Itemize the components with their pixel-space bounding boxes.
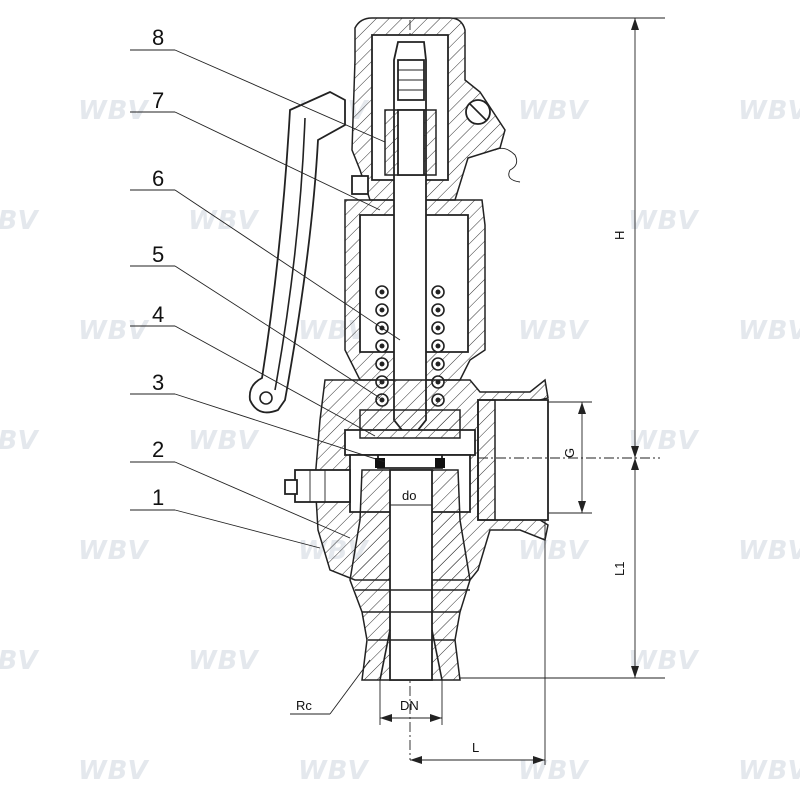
dimension-lines — [290, 17, 665, 765]
disc — [359, 409, 461, 469]
dimension-do-label: do — [402, 488, 416, 503]
dimension-g-label: G — [562, 448, 577, 458]
watermark-text: WBV — [78, 756, 149, 786]
watermark-text: WBV — [0, 206, 39, 236]
dimension-h-label: H — [612, 231, 627, 240]
callout-labels: 8 7 6 5 4 3 2 1 — [152, 25, 164, 510]
nozzle — [349, 469, 471, 681]
watermark-text: WBV — [738, 536, 800, 566]
adjusting-screw — [284, 469, 351, 503]
watermark-text: WBV — [738, 316, 800, 346]
watermark-text: WBV — [0, 646, 39, 676]
watermark-text: WBV — [628, 426, 699, 456]
callout-label-8: 8 — [152, 25, 164, 50]
spring-coil-core — [435, 361, 441, 367]
watermark-text: WBV — [188, 646, 259, 676]
callout-label-5: 5 — [152, 242, 164, 267]
spring-coil-core — [379, 307, 385, 313]
spring-coil-core — [435, 325, 441, 331]
inlet-thread — [355, 589, 470, 641]
callout-label-7: 7 — [152, 88, 164, 113]
watermark-text: WBV — [518, 316, 589, 346]
watermark-text: WBV — [78, 96, 149, 126]
watermark-text: WBV — [0, 426, 39, 456]
stem — [384, 41, 437, 442]
dimension-l-label: L — [472, 740, 479, 755]
watermark-text: WBV — [628, 206, 699, 236]
callout-label-2: 2 — [152, 437, 164, 462]
callout-label-6: 6 — [152, 166, 164, 191]
watermark-text: WBV — [518, 756, 589, 786]
spring-coil-core — [435, 307, 441, 313]
callout-label-4: 4 — [152, 302, 164, 327]
spring-coil-core — [435, 343, 441, 349]
lever-handle — [248, 90, 346, 414]
callout-leaders — [130, 49, 401, 549]
dimension-dn-label: DN — [400, 698, 419, 713]
watermark-text: WBV — [188, 206, 259, 236]
spring-coil-core — [435, 289, 441, 295]
watermark-text: WBV — [298, 756, 369, 786]
spring-coil-core — [379, 361, 385, 367]
watermark-text: WBV — [518, 96, 589, 126]
watermark-text: WBV — [188, 426, 259, 456]
dimension-rc-label: Rc — [296, 698, 312, 713]
callout-label-1: 1 — [152, 485, 164, 510]
callout-label-3: 3 — [152, 370, 164, 395]
watermark-text: WBV — [628, 646, 699, 676]
seal-wire — [494, 147, 521, 183]
watermark-text: WBV — [738, 96, 800, 126]
watermark-text: WBV — [78, 316, 149, 346]
spring-coil-core — [379, 289, 385, 295]
watermark-text: WBV — [518, 536, 589, 566]
watermark-text: WBV — [78, 536, 149, 566]
watermark-text: WBV — [738, 756, 800, 786]
dimension-l1-label: L1 — [612, 562, 627, 576]
spring-coil-core — [379, 343, 385, 349]
